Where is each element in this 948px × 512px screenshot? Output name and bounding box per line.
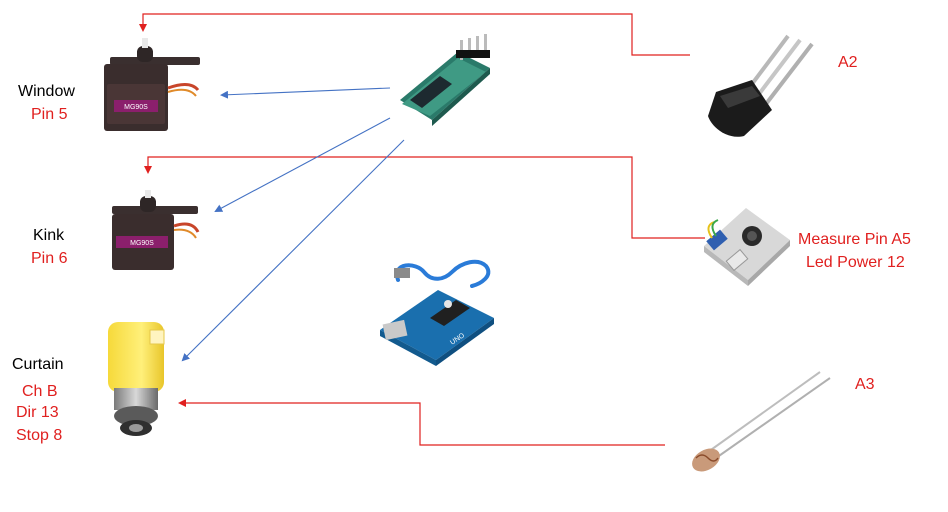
- curtain-channel-label: Ch B: [22, 383, 58, 400]
- servo-window-icon: MG90S: [104, 38, 200, 131]
- wire-ldr-to-curtain: [178, 399, 665, 446]
- wire-bt-to-curtain: [181, 139, 405, 362]
- curtain-stop-label: Stop 8: [16, 427, 63, 444]
- kink-pin-label: Pin 6: [31, 250, 68, 267]
- bluetooth-module-icon: [400, 34, 490, 126]
- temp-sensor-pin-label: A2: [838, 54, 858, 71]
- servo-kink-icon: MG90S: [112, 190, 200, 270]
- wire-bt-to-kink: [214, 117, 391, 212]
- wire-dust-to-kink: [144, 156, 705, 239]
- curtain-label: Curtain: [12, 356, 64, 373]
- ldr-pin-label: A3: [855, 376, 875, 393]
- ldr-sensor-icon: [692, 371, 831, 472]
- servo-model-text: MG90S: [130, 240, 154, 247]
- dc-gear-motor-icon: [108, 322, 165, 436]
- kink-label: Kink: [33, 227, 65, 244]
- dust-sensor-led-label: Led Power 12: [806, 254, 905, 271]
- curtain-dir-label: Dir 13: [16, 404, 59, 421]
- wire-temp-to-window: [139, 13, 690, 56]
- servo-model-text: MG90S: [124, 104, 148, 111]
- dust-sensor-measure-label: Measure Pin A5: [798, 231, 911, 248]
- window-label: Window: [18, 83, 75, 100]
- wire-bt-to-window: [220, 87, 391, 99]
- arduino-uno-icon: UNO: [380, 259, 494, 366]
- window-pin-label: Pin 5: [31, 106, 68, 123]
- temperature-sensor-icon: [708, 34, 814, 137]
- dust-sensor-icon: [704, 208, 790, 286]
